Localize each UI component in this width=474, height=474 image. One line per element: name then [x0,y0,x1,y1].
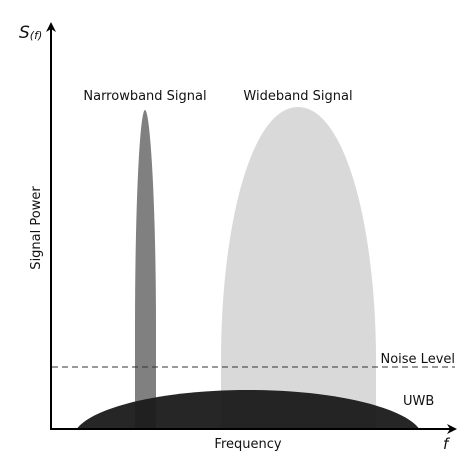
uwb-signal-shape [76,390,420,430]
narrowband-label: Narrowband Signal [83,89,206,104]
x-axis-symbol: f [443,435,451,453]
narrowband-signal-shape [135,110,156,430]
y-axis-title: Signal Power [29,186,44,270]
y-axis-symbol: S(f) [19,23,42,43]
wideband-label: Wideband Signal [243,89,352,104]
x-axis-title: Frequency [214,437,281,452]
wideband-signal-shape [221,107,376,430]
noise-level-label: Noise Level [380,352,455,367]
uwb-label: UWB [403,394,434,409]
